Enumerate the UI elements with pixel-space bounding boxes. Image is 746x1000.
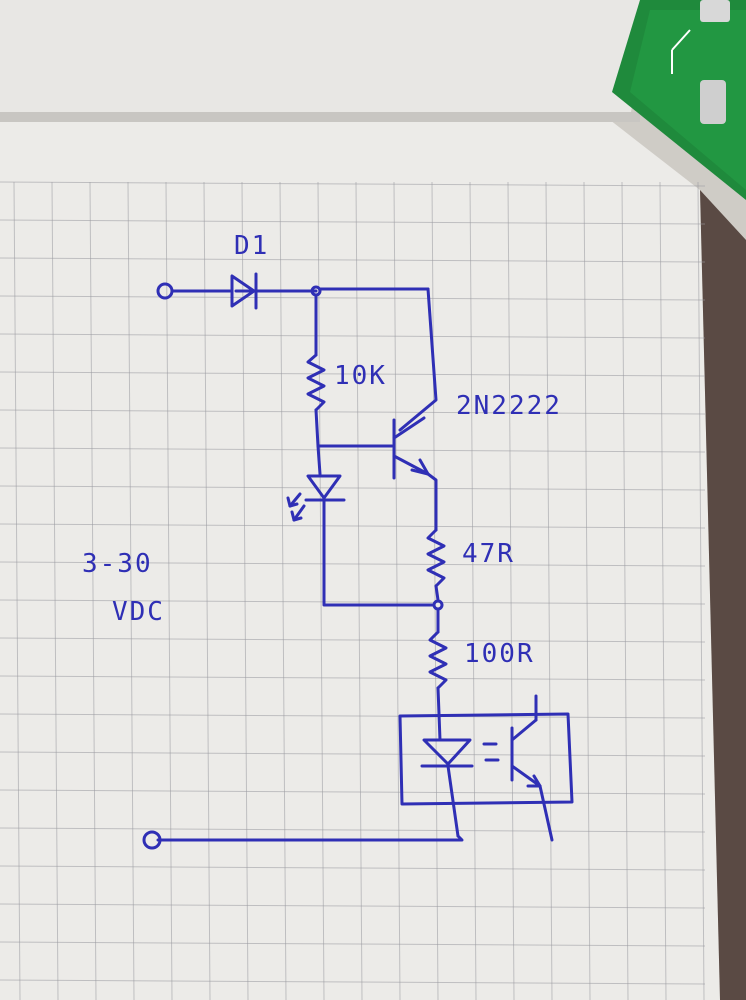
grid-line xyxy=(279,181,287,1000)
grid-line xyxy=(469,181,477,1000)
grid-line xyxy=(127,181,135,1000)
wire xyxy=(434,584,440,602)
led-return-wire xyxy=(322,498,436,607)
grid-line xyxy=(431,181,439,1000)
label-10k: 10K xyxy=(334,361,387,391)
label-2n2222: 2N2222 xyxy=(456,391,562,421)
wire xyxy=(436,686,442,742)
grid-line xyxy=(0,333,706,339)
grid-line xyxy=(355,181,363,1000)
grid-line xyxy=(0,295,706,301)
optocoupler xyxy=(398,694,574,842)
return-terminal xyxy=(142,830,162,850)
wire xyxy=(316,444,322,476)
top-page xyxy=(0,0,650,118)
pcb-pad xyxy=(700,80,726,124)
grid-line xyxy=(583,181,591,1000)
grid-line xyxy=(0,979,706,985)
grid-line xyxy=(0,789,706,795)
grid-line xyxy=(0,865,706,871)
grid-line xyxy=(241,181,249,1000)
grid-line xyxy=(0,637,706,643)
label-47r: 47R xyxy=(462,539,515,569)
grid-line xyxy=(0,257,706,263)
label-d1: D1 xyxy=(234,231,269,261)
grid-line xyxy=(51,181,59,1000)
page-fold-shadow xyxy=(0,112,640,122)
collector-wire xyxy=(398,287,438,432)
grid-line xyxy=(0,903,706,909)
grid-line xyxy=(165,181,173,1000)
grid-line xyxy=(0,523,706,529)
grid-line xyxy=(393,181,401,1000)
grid-page xyxy=(0,120,720,1000)
grid-line xyxy=(0,675,706,681)
grid-line xyxy=(0,181,706,187)
wire xyxy=(314,408,320,448)
grid-line xyxy=(317,181,325,1000)
label-voltage-range: 3-30 xyxy=(82,549,153,579)
grid-line xyxy=(0,599,706,605)
graph-paper-grid xyxy=(0,181,706,1000)
grid-line xyxy=(0,713,706,719)
pcb-pad xyxy=(700,0,730,22)
grid-line xyxy=(0,371,706,377)
label-100r: 100R xyxy=(464,639,535,669)
grid-line xyxy=(0,561,706,567)
resistor-100r xyxy=(428,630,448,690)
grid-line xyxy=(203,181,211,1000)
grid-line xyxy=(659,181,667,1000)
grid-line xyxy=(621,181,629,1000)
grid-line xyxy=(0,447,706,453)
return-wire xyxy=(156,834,464,842)
pcb-board xyxy=(612,0,746,200)
right-edge-shadow xyxy=(700,190,746,1000)
grid-line xyxy=(13,181,21,1000)
grid-line xyxy=(0,219,706,225)
grid-line xyxy=(89,181,97,1000)
resistor-10k xyxy=(306,353,326,412)
grid-line xyxy=(0,941,706,947)
grid-line xyxy=(0,751,706,757)
emitter-wire xyxy=(426,472,438,532)
resistor-47r xyxy=(426,528,446,588)
circuit-schematic xyxy=(142,272,574,850)
grid-line xyxy=(0,409,706,415)
grid-line xyxy=(507,181,515,1000)
led-indicator xyxy=(286,474,346,522)
grid-line xyxy=(697,181,705,1000)
label-vdc: VDC xyxy=(112,597,165,627)
pcb-silkscreen-arrow xyxy=(671,29,691,74)
grid-line xyxy=(0,485,706,491)
grid-line xyxy=(545,181,553,1000)
grid-line xyxy=(0,827,706,833)
